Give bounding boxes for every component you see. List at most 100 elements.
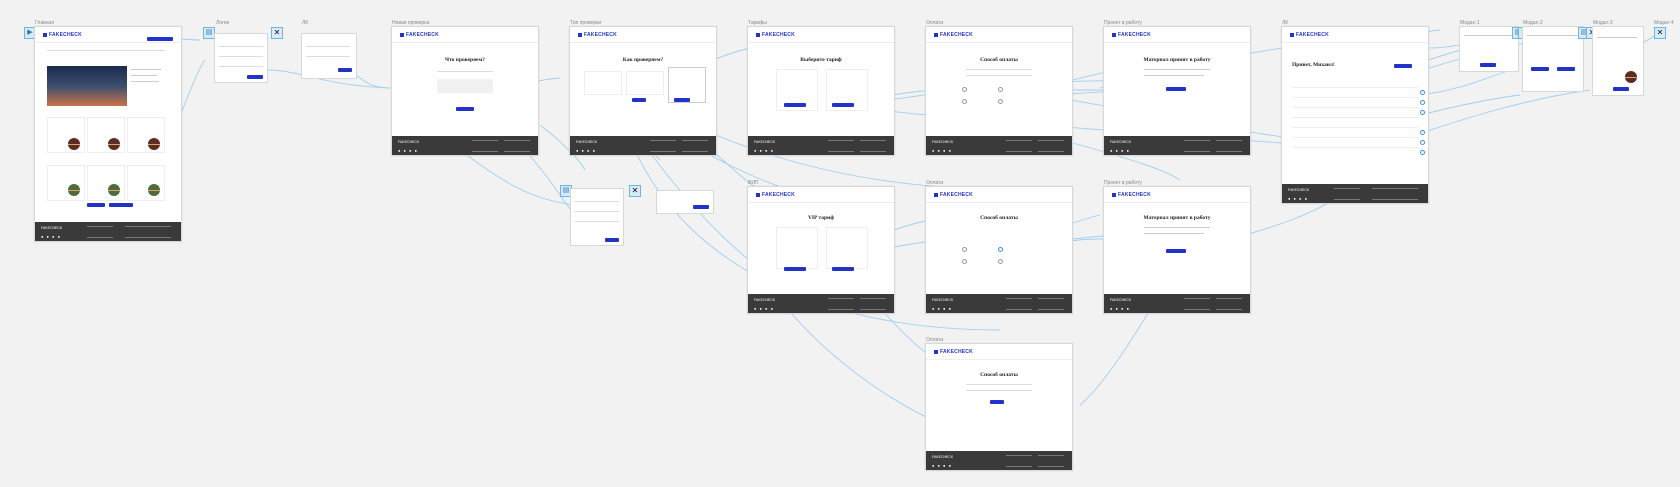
pay-button[interactable]: [990, 400, 1004, 404]
modal-button[interactable]: [1480, 63, 1496, 67]
footer: FAKECHECK● ● ● ●: [1104, 136, 1250, 155]
social-icons[interactable]: ● ● ● ●: [754, 306, 774, 311]
lk-button[interactable]: [1166, 87, 1186, 91]
option-card[interactable]: [668, 67, 706, 103]
select-tariff-button[interactable]: [784, 267, 806, 271]
card[interactable]: [47, 165, 85, 201]
input-field[interactable]: [575, 211, 619, 212]
card[interactable]: [127, 165, 165, 201]
social-icons[interactable]: ● ● ● ●: [932, 463, 952, 468]
payment-radio[interactable]: [998, 87, 1003, 92]
social-icons[interactable]: ● ● ● ●: [754, 148, 774, 153]
social-icons[interactable]: ● ● ● ●: [1110, 306, 1130, 311]
modal-2[interactable]: [1522, 26, 1584, 92]
row-link[interactable]: [1420, 130, 1425, 135]
social-icons[interactable]: ● ● ● ●: [398, 148, 418, 153]
close-icon[interactable]: ✕: [629, 185, 641, 197]
payment-radio[interactable]: [998, 247, 1003, 252]
more-button[interactable]: [109, 203, 133, 207]
input-field[interactable]: [219, 56, 263, 57]
table-row[interactable]: [1292, 137, 1418, 138]
submit-button[interactable]: [338, 68, 352, 72]
modal-button[interactable]: [1613, 87, 1629, 91]
input-field[interactable]: [437, 71, 493, 72]
tariff-card[interactable]: [826, 227, 868, 269]
hero-image[interactable]: [47, 66, 127, 106]
frame-project[interactable]: FAKECHECK Материал принят в работу FAKEC…: [1103, 26, 1251, 156]
next-button[interactable]: [456, 107, 474, 111]
frame-home[interactable]: FAKECHECK FAKECHECK● ● ● ●: [34, 26, 182, 242]
header-button[interactable]: [147, 37, 173, 41]
tariff-card[interactable]: [776, 227, 818, 269]
frame-check-type[interactable]: FAKECHECK Как проверяем? FAKECHECK● ● ● …: [569, 26, 717, 156]
input-field[interactable]: [575, 201, 619, 202]
social-icons[interactable]: ● ● ● ●: [1110, 148, 1130, 153]
modal-3[interactable]: [1592, 26, 1644, 96]
input-field[interactable]: [306, 56, 350, 57]
lk-button[interactable]: [1166, 249, 1186, 253]
input-field[interactable]: [575, 221, 619, 222]
payment-radio[interactable]: [998, 99, 1003, 104]
input-field[interactable]: [219, 66, 263, 67]
social-icons[interactable]: ● ● ● ●: [932, 306, 952, 311]
frame-payment[interactable]: FAKECHECK Способ оплаты FAKECHECK● ● ● ●: [925, 26, 1073, 156]
document-icon[interactable]: ▤: [560, 185, 572, 197]
row-link[interactable]: [1420, 100, 1425, 105]
row-link[interactable]: [1420, 90, 1425, 95]
social-icons[interactable]: ● ● ● ●: [932, 148, 952, 153]
frame-payment-2[interactable]: FAKECHECK Способ оплаты FAKECHECK● ● ● ●: [925, 186, 1073, 314]
frame-tariffs[interactable]: FAKECHECK Выберите тариф FAKECHECK● ● ● …: [747, 26, 895, 156]
payment-radio[interactable]: [962, 87, 967, 92]
payment-radio[interactable]: [962, 259, 967, 264]
table-row[interactable]: [1292, 127, 1418, 128]
social-icons[interactable]: ● ● ● ●: [1288, 196, 1308, 201]
submit-button[interactable]: [605, 238, 619, 242]
card[interactable]: [87, 117, 125, 153]
card[interactable]: [47, 117, 85, 153]
input-field[interactable]: [219, 46, 263, 47]
payment-radio[interactable]: [962, 247, 967, 252]
select-tariff-button[interactable]: [784, 103, 806, 107]
new-check-button[interactable]: [1394, 64, 1412, 68]
row-link[interactable]: [1420, 110, 1425, 115]
payment-radio[interactable]: [962, 99, 967, 104]
select-tariff-button[interactable]: [832, 103, 854, 107]
option-card[interactable]: [626, 71, 664, 95]
card[interactable]: [127, 117, 165, 153]
table-row[interactable]: [1292, 87, 1418, 88]
modal-button[interactable]: [1531, 67, 1549, 71]
choose-button[interactable]: [674, 98, 690, 102]
close-icon[interactable]: ✕: [271, 27, 283, 39]
close-icon[interactable]: ✕: [1654, 27, 1666, 39]
frame-modal-check[interactable]: [570, 188, 624, 246]
login-button[interactable]: [247, 75, 263, 79]
row-link[interactable]: [1420, 140, 1425, 145]
select-tariff-button[interactable]: [832, 267, 854, 271]
frame-lk-small[interactable]: [301, 33, 357, 79]
tooltip-button[interactable]: [693, 205, 709, 209]
modal-button[interactable]: [1557, 67, 1575, 71]
tariff-card[interactable]: [776, 69, 818, 111]
textarea-field[interactable]: [437, 79, 493, 93]
frame-payment-3[interactable]: FAKECHECK Способ оплаты FAKECHECK● ● ● ●: [925, 343, 1073, 471]
footer-logo: FAKECHECK: [932, 140, 954, 144]
table-row[interactable]: [1292, 147, 1418, 148]
modal-1[interactable]: [1459, 26, 1519, 72]
choose-button[interactable]: [632, 98, 646, 102]
card[interactable]: [87, 165, 125, 201]
frame-vip[interactable]: FAKECHECK VIP тариф FAKECHECK● ● ● ●: [747, 186, 895, 314]
social-icons[interactable]: ● ● ● ●: [41, 234, 61, 239]
table-row[interactable]: [1292, 117, 1418, 118]
frame-new-check[interactable]: FAKECHECK Что проверяем? FAKECHECK● ● ● …: [391, 26, 539, 156]
row-link[interactable]: [1420, 150, 1425, 155]
payment-radio[interactable]: [998, 259, 1003, 264]
more-button[interactable]: [87, 203, 105, 207]
frame-login[interactable]: [214, 33, 268, 83]
option-card[interactable]: [584, 71, 622, 95]
table-row[interactable]: [1292, 107, 1418, 108]
frame-project-2[interactable]: FAKECHECK Материал принят в работу FAKEC…: [1103, 186, 1251, 314]
table-row[interactable]: [1292, 97, 1418, 98]
input-field[interactable]: [306, 46, 350, 47]
frame-lk[interactable]: FAKECHECK Привет, Михаил! FAKECHECK● ● ●…: [1281, 26, 1429, 204]
social-icons[interactable]: ● ● ● ●: [576, 148, 596, 153]
